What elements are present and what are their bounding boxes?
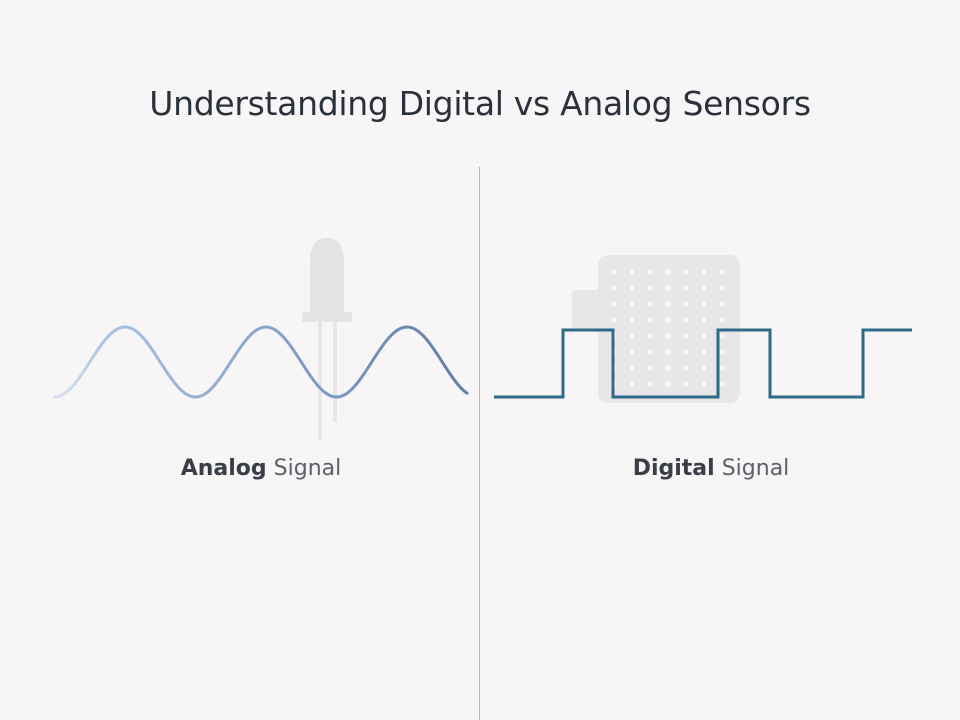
sensor-dot xyxy=(683,317,689,323)
sensor-dot xyxy=(629,381,635,387)
sensor-dot xyxy=(701,317,707,323)
sensor-dot xyxy=(701,301,707,307)
sensor-dot xyxy=(701,269,707,275)
sensor-dot xyxy=(701,365,707,371)
sensor-dot xyxy=(665,285,671,291)
sensor-dot xyxy=(665,365,671,371)
sensor-dot xyxy=(683,349,689,355)
sensor-dot xyxy=(683,269,689,275)
sensor-dot xyxy=(665,317,671,323)
sensor-dot xyxy=(611,301,617,307)
sensor-dot xyxy=(629,317,635,323)
analog-wave xyxy=(53,325,469,399)
sensor-dot xyxy=(719,349,725,355)
sensor-dot xyxy=(647,333,653,339)
sensor-dot xyxy=(701,333,707,339)
sensor-dot xyxy=(611,317,617,323)
sensor-dot xyxy=(647,285,653,291)
sensor-dot xyxy=(647,301,653,307)
sensor-dot xyxy=(719,301,725,307)
sensor-dot xyxy=(683,381,689,387)
sensor-dot xyxy=(665,349,671,355)
sensor-dot xyxy=(719,285,725,291)
sensor-dot xyxy=(701,381,707,387)
sensor-dot xyxy=(683,301,689,307)
led-icon xyxy=(302,238,352,440)
sensor-dot xyxy=(647,349,653,355)
sensor-dot xyxy=(683,285,689,291)
sensor-dot xyxy=(611,285,617,291)
sensor-dot xyxy=(701,285,707,291)
sensor-dot xyxy=(611,269,617,275)
sensor-dot xyxy=(629,333,635,339)
page-title: Understanding Digital vs Analog Sensors xyxy=(149,84,811,123)
analog-label-bold: Analog xyxy=(180,456,267,481)
sensor-dot xyxy=(719,333,725,339)
sensor-dot xyxy=(701,349,707,355)
sensor-dot xyxy=(629,285,635,291)
sensor-dot xyxy=(629,349,635,355)
sensor-dot xyxy=(719,317,725,323)
sensor-dot xyxy=(719,365,725,371)
digital-label-bold: Digital xyxy=(632,456,715,481)
digital-wave xyxy=(494,328,912,399)
sensor-dot xyxy=(647,269,653,275)
sensor-dot xyxy=(665,333,671,339)
analog-label-rest: Signal xyxy=(273,456,342,481)
sensor-dot xyxy=(719,381,725,387)
sensor-dot xyxy=(719,269,725,275)
digital-label-rest: Signal xyxy=(721,456,790,481)
digital-signal-label: Digital Signal xyxy=(561,456,861,481)
sensor-dot xyxy=(665,381,671,387)
sensor-dot xyxy=(683,365,689,371)
sensor-module-icon xyxy=(572,255,740,403)
sensor-dot xyxy=(629,301,635,307)
sensor-dot xyxy=(647,365,653,371)
sensor-dot xyxy=(665,269,671,275)
sensor-dot xyxy=(629,365,635,371)
sensor-dot xyxy=(665,301,671,307)
sensor-dot xyxy=(647,381,653,387)
sensor-dot xyxy=(647,317,653,323)
sensor-dot xyxy=(629,269,635,275)
analog-signal-label: Analog Signal xyxy=(111,456,411,481)
center-divider xyxy=(479,167,480,720)
sensor-dot xyxy=(683,333,689,339)
